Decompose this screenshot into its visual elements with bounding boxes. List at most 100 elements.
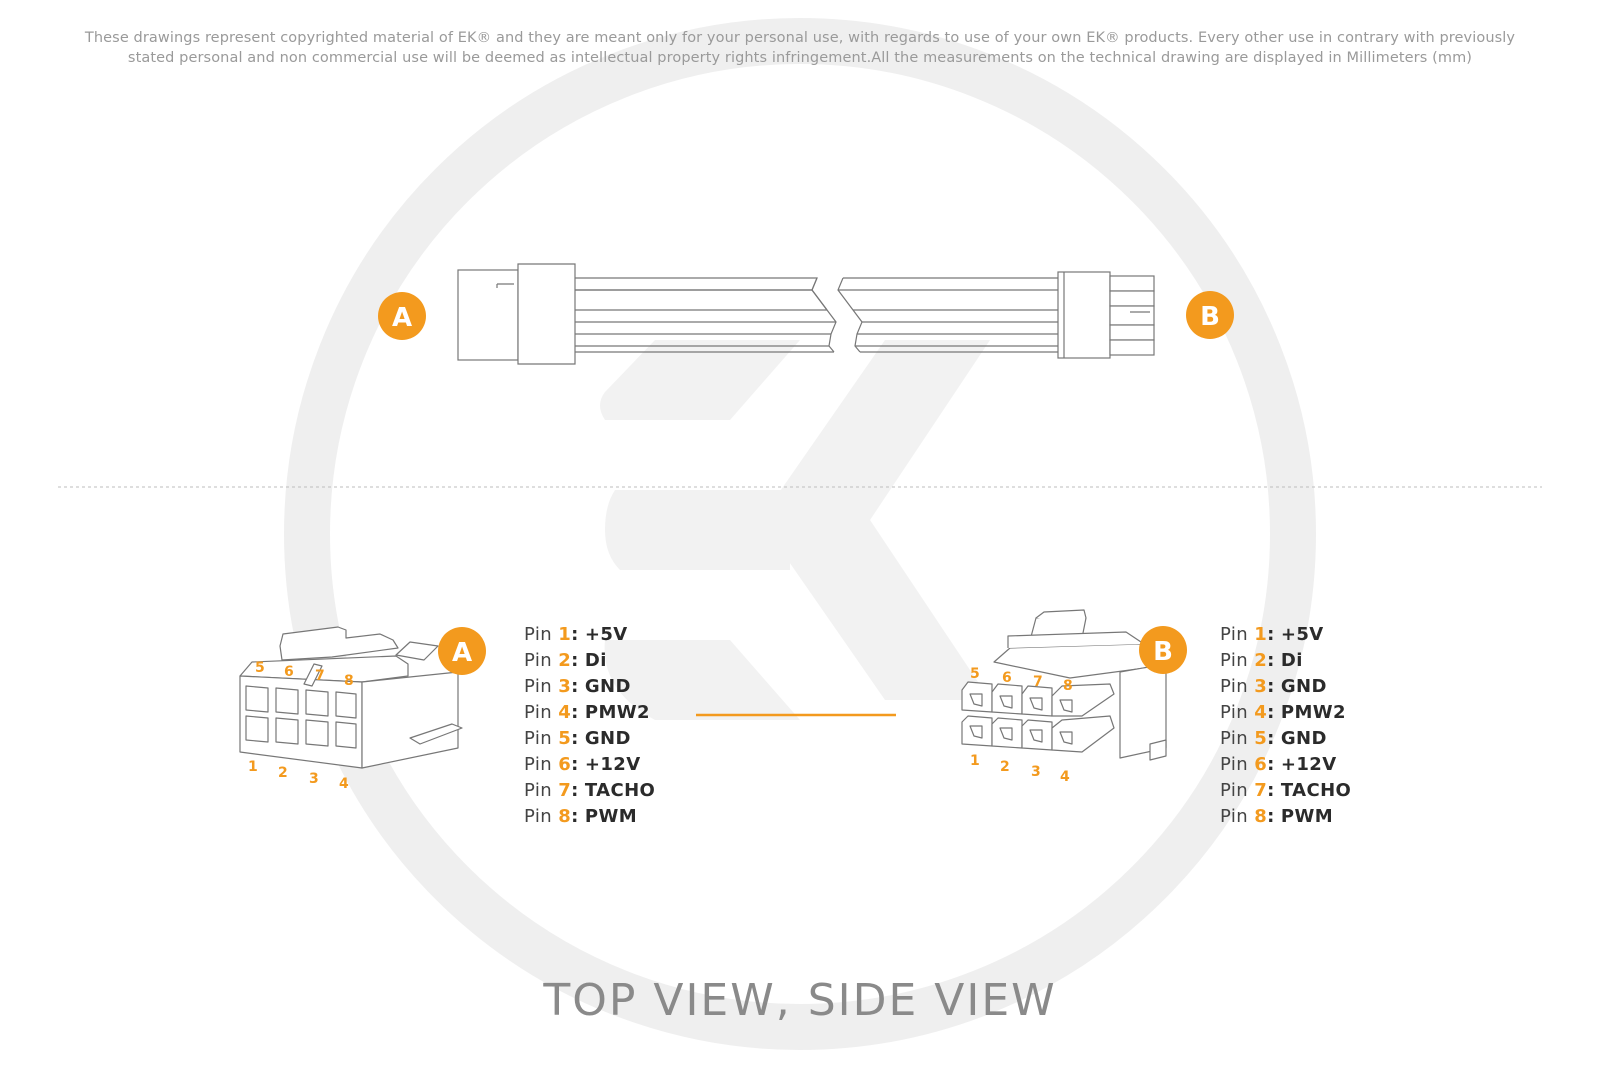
pin-signal: +12V (1280, 754, 1337, 775)
disclaimer-line-2: stated personal and non commercial use w… (127, 50, 1473, 66)
pin-number: 5 (558, 728, 572, 749)
pin-colon: : (1267, 806, 1275, 827)
pin-colon: : (571, 806, 579, 827)
connector-b-pin-numbers: 1 2 3 4 5 6 7 8 (970, 666, 1073, 785)
connector-a-pin-6-number: 6 (284, 664, 294, 680)
pin-word: Pin (1220, 728, 1249, 749)
pinout-a-row-3: Pin 3: GND (524, 674, 655, 700)
connector-a-pin-7-number: 7 (315, 668, 325, 684)
pin-colon: : (1267, 676, 1275, 697)
watermark-k-diagonal (760, 340, 990, 700)
pin-signal: +12V (584, 754, 641, 775)
pinout-b-row-1: Pin 1: +5V (1220, 622, 1351, 648)
pin-colon: : (1267, 702, 1275, 723)
pin-signal: +5V (1280, 624, 1324, 645)
pin-word: Pin (524, 754, 553, 775)
connector-b-pins-top (1109, 275, 1155, 356)
connector-b-pin-2-number: 2 (1000, 759, 1010, 775)
pin-number: 1 (558, 624, 572, 645)
pin-colon: : (571, 676, 579, 697)
watermark-ring (284, 18, 1316, 1050)
badge-b-top-label: B (1200, 302, 1220, 332)
pin-number: 5 (1254, 728, 1268, 749)
pin-number: 7 (558, 780, 572, 801)
pin-word: Pin (1220, 702, 1249, 723)
pinout-a-row-4: Pin 4: PMW2 (524, 700, 655, 726)
connector-a-clip (395, 641, 439, 661)
connector-a-latch-top (279, 626, 399, 661)
connector-a-pin-4-number: 4 (339, 776, 349, 792)
pin-signal: TACHO (1280, 780, 1352, 801)
connector-b-pin-5-number: 5 (970, 666, 980, 682)
connector-a-isometric (239, 626, 463, 769)
pin-signal: GND (1280, 728, 1327, 749)
pin-colon: : (1267, 624, 1275, 645)
pin-signal: PMW2 (584, 702, 650, 723)
pin-word: Pin (1220, 754, 1249, 775)
pin-colon: : (571, 780, 579, 801)
pin-word: Pin (524, 650, 553, 671)
pin-number: 8 (1254, 806, 1268, 827)
connector-a-cavities (245, 685, 357, 749)
badge-a-bottom: A (438, 627, 486, 675)
pin-number: 2 (558, 650, 572, 671)
copyright-disclaimer: These drawings represent copyrighted mat… (60, 28, 1540, 68)
pinout-b-row-8: Pin 8: PWM (1220, 804, 1351, 830)
pinout-b-row-3: Pin 3: GND (1220, 674, 1351, 700)
connector-a-body-top (517, 263, 576, 365)
pinout-a-row-5: Pin 5: GND (524, 726, 655, 752)
connector-b-pin-1-number: 1 (970, 753, 980, 769)
connector-a-pin-2-number: 2 (278, 765, 288, 781)
connector-b-pin-3-number: 3 (1031, 764, 1041, 780)
disclaimer-line-1: These drawings represent copyrighted mat… (84, 30, 1516, 46)
connector-b-collar (1057, 271, 1111, 359)
pin-colon: : (571, 650, 579, 671)
pin-number: 6 (1254, 754, 1268, 775)
connector-b-foot (1149, 739, 1167, 761)
pin-word: Pin (1220, 806, 1249, 827)
pinout-a-row-8: Pin 8: PWM (524, 804, 655, 830)
pinout-b-row-5: Pin 5: GND (1220, 726, 1351, 752)
cable-top-view (457, 263, 1155, 365)
watermark-k-middle-bar (605, 490, 790, 570)
pin-number: 6 (558, 754, 572, 775)
connector-a-side-face (361, 671, 459, 769)
connector-b-pin-7-number: 7 (1033, 674, 1043, 690)
cable-wires-right (838, 277, 1058, 353)
pin-word: Pin (524, 676, 553, 697)
pin-signal: TACHO (584, 780, 656, 801)
connector-b-latch-face (1035, 609, 1087, 619)
pin-number: 1 (1254, 624, 1268, 645)
pin-signal: PWM (584, 806, 638, 827)
pin-signal: GND (1280, 676, 1327, 697)
pin-word: Pin (524, 728, 553, 749)
pinout-a-row-1: Pin 1: +5V (524, 622, 655, 648)
pin-colon: : (1267, 780, 1275, 801)
connector-b-upper-step (1007, 631, 1145, 648)
pin-colon: : (571, 754, 579, 775)
pinout-b-row-7: Pin 7: TACHO (1220, 778, 1351, 804)
watermark-k-upper-bar (600, 340, 800, 420)
pin-signal: GND (584, 728, 631, 749)
pinout-b-row-2: Pin 2: Di (1220, 648, 1351, 674)
pin-word: Pin (524, 624, 553, 645)
badge-b-bottom-label: B (1153, 637, 1173, 667)
connector-a-housing-top (457, 269, 519, 361)
pin-word: Pin (1220, 624, 1249, 645)
view-title: TOP VIEW, SIDE VIEW (543, 975, 1057, 1026)
pinout-a-row-7: Pin 7: TACHO (524, 778, 655, 804)
pinout-b-row-4: Pin 4: PMW2 (1220, 700, 1351, 726)
pinout-a-row-2: Pin 2: Di (524, 648, 655, 674)
ek-watermark-logo (284, 18, 1316, 1050)
pin-number: 2 (1254, 650, 1268, 671)
pin-signal: Di (584, 650, 607, 671)
connector-a-pin-3-number: 3 (309, 771, 319, 787)
connector-a-pin-numbers: 1 2 3 4 5 6 7 8 (248, 660, 354, 792)
connector-a-latch-mark (496, 283, 514, 288)
pin-number: 8 (558, 806, 572, 827)
pinout-b-row-6: Pin 6: +12V (1220, 752, 1351, 778)
pin-signal: PMW2 (1280, 702, 1346, 723)
badge-a-top-label: A (392, 303, 412, 333)
badge-b-top: B (1186, 291, 1234, 339)
